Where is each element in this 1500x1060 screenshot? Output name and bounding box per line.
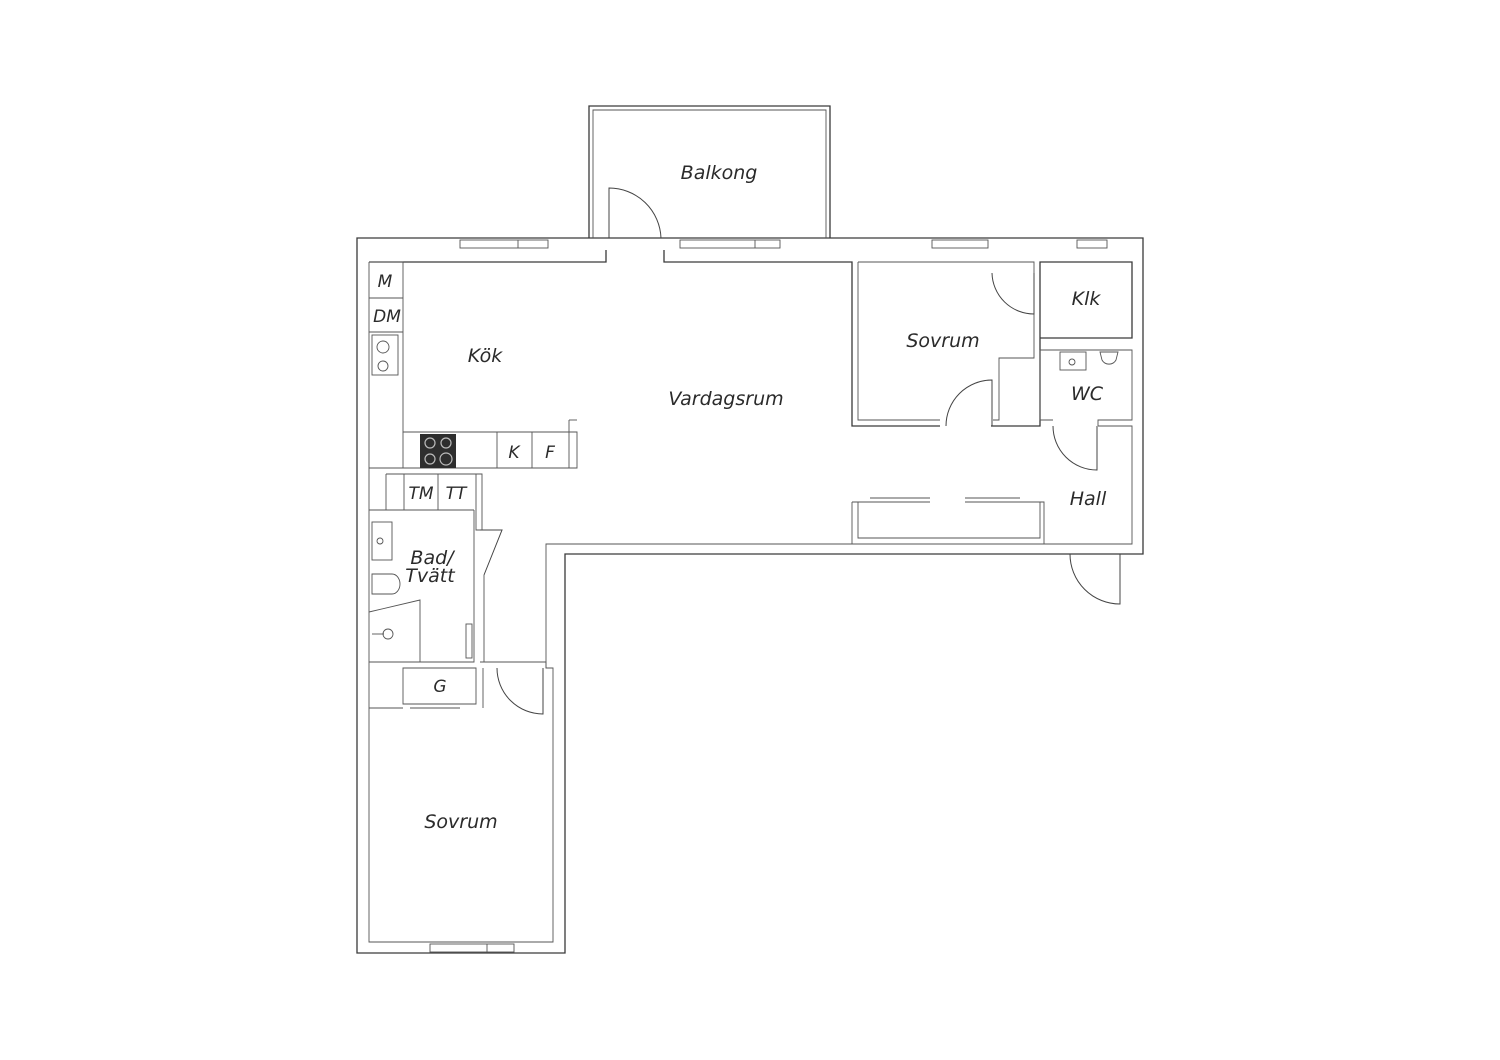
door-swing [945,379,993,427]
balcony: Balkong [588,105,831,238]
washbasin-icon [1059,351,1087,371]
bedroom-south: G Sovrum [369,667,498,833]
window [931,239,989,249]
window [679,239,781,249]
door-swing [496,667,544,715]
sink-icon [371,334,399,376]
door-swing [480,529,503,576]
fixture-label-k: K [508,443,521,463]
shower-icon [368,599,421,662]
fixture-label-f: F [545,443,555,463]
room-label-sovrum-bottom: Sovrum [424,811,497,833]
door-swing [1052,425,1098,471]
room-label-bad-line1: Bad/ [410,547,456,569]
door-swing [608,187,662,239]
window [459,239,549,249]
room-label-kok: Kök [468,345,503,367]
room-label-wc: WC [1071,383,1104,405]
room-label-balkong: Balkong [681,162,758,184]
room-label-hall: Hall [1070,488,1107,510]
fixture-label-g: G [433,677,446,697]
bathroom: TM TT Bad/ Tvätt [368,473,547,668]
fixture-label-m: M [378,272,393,292]
fixture-label-dm: DM [373,307,401,327]
room-label-bad-line2: Tvätt [405,565,456,587]
room-label-klk: Klk [1072,288,1102,310]
room-label-vardagsrum: Vardagsrum [668,388,783,410]
door-swing [991,272,1035,315]
room-label-sovrum-top: Sovrum [906,330,979,352]
washbasin-icon [371,521,393,561]
fixture-label-tm: TM [408,484,433,504]
window [1076,239,1108,249]
fixture-label-tt: TT [446,484,468,504]
window [429,943,515,953]
toilet-icon [1099,351,1119,365]
toilet-icon [371,573,401,595]
kitchen: M DM K F Kök [369,261,578,469]
doors [480,187,1121,715]
east-rooms: Sovrum Klk WC Hall [851,288,1133,544]
windows [429,239,1108,953]
entrance-door-swing [1069,553,1121,605]
